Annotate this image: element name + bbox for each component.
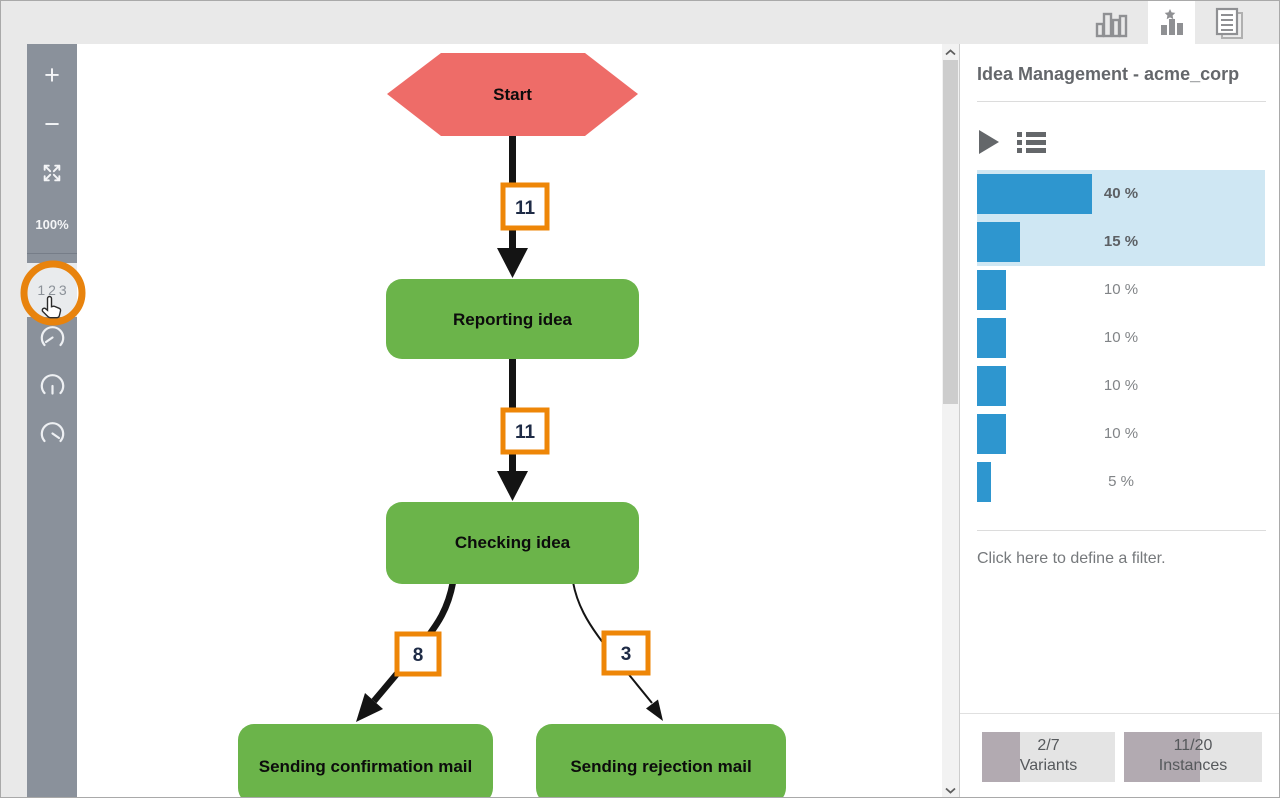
arrowhead	[497, 471, 528, 501]
list-icon	[1017, 132, 1046, 153]
top-tab-bar	[1, 1, 1279, 44]
instances-stat-text: 11/20 Instances	[1124, 732, 1262, 777]
variants-stat-box[interactable]: 2/7 Variants	[982, 732, 1115, 782]
variants-stat-text: 2/7 Variants	[982, 732, 1115, 777]
node-checking-idea[interactable]	[386, 502, 639, 584]
node-start[interactable]	[387, 53, 638, 136]
variant-percentage-label: 10 %	[1103, 281, 1139, 298]
edge-count-badge[interactable]	[500, 407, 550, 455]
variant-row[interactable]: 40 %	[977, 170, 1265, 218]
scroll-down-arrow[interactable]	[942, 783, 959, 797]
tab-variants[interactable]	[1148, 1, 1195, 44]
zoom-level-indicator: 100%	[35, 216, 69, 232]
variant-frequency-bar	[977, 414, 1006, 454]
play-icon	[979, 130, 999, 154]
instances-stat-box[interactable]: 11/20 Instances	[1124, 732, 1262, 782]
node-sending-rejection-mail-label: Sending rejection mail	[570, 757, 751, 776]
filter-hint-link[interactable]: Click here to define a filter.	[977, 550, 1166, 567]
variant-frequency-bar	[977, 270, 1006, 310]
edge-count-value: 8	[413, 645, 424, 666]
variants-stat-label: Variants	[1019, 757, 1078, 775]
analysis-panel: Idea Management - acme_corp 40	[959, 44, 1279, 797]
instances-stat-label: Instances	[1158, 757, 1228, 775]
arrowhead	[497, 248, 528, 278]
report-pages-icon	[1215, 7, 1243, 39]
edge-count-value: 11	[515, 422, 536, 443]
play-animation-button[interactable]	[977, 129, 1000, 155]
gauge-low-icon	[40, 326, 64, 347]
variant-row[interactable]: 15 %	[977, 218, 1265, 266]
counts-button[interactable]: 123	[27, 263, 77, 317]
variant-frequency-bar	[977, 462, 992, 502]
stats-divider	[960, 713, 1279, 714]
gauge-low-button[interactable]	[27, 321, 77, 355]
process-flowchart: Start Reporting idea Checking idea Sendi…	[238, 53, 786, 798]
arrowhead	[646, 699, 663, 721]
zoom-in-button[interactable]: +	[44, 59, 60, 90]
variant-percentage-label: 10 %	[1103, 329, 1139, 346]
node-reporting-idea-label: Reporting idea	[453, 310, 573, 329]
variant-frequency-bar	[977, 222, 1021, 262]
variant-percentage-label: 15 %	[1103, 233, 1139, 250]
variant-percentage-label: 10 %	[1103, 425, 1139, 442]
variants-stat-value: 2/7	[1037, 737, 1060, 754]
tab-frequency-chart[interactable]	[1083, 1, 1141, 44]
variant-frequency-bar	[977, 174, 1092, 214]
edge-count-value: 11	[515, 198, 536, 219]
node-sending-confirmation-mail[interactable]	[238, 724, 493, 798]
node-sending-rejection-mail[interactable]	[536, 724, 786, 798]
tab-report[interactable]	[1200, 1, 1258, 44]
variant-frequency-bar	[977, 366, 1006, 406]
gauge-medium-icon	[40, 374, 64, 395]
arrowhead	[356, 693, 383, 722]
scrollbar-thumb[interactable]	[943, 60, 958, 404]
node-checking-idea-label: Checking idea	[455, 533, 571, 552]
panel-divider	[977, 530, 1266, 531]
variant-frequency-bar	[977, 318, 1006, 358]
variant-list-view-button[interactable]	[1017, 131, 1046, 153]
panel-title: Idea Management - acme_corp	[977, 64, 1240, 84]
node-reporting-idea[interactable]	[386, 279, 639, 359]
bar-chart-outline-icon	[1095, 12, 1128, 37]
gauge-high-button[interactable]	[27, 417, 77, 451]
zoom-out-button[interactable]: −	[44, 108, 60, 139]
gauge-high-icon	[40, 422, 64, 443]
panel-actions	[977, 129, 1279, 155]
edge-count-value: 3	[621, 644, 632, 665]
expand-arrows-icon	[43, 164, 61, 182]
scroll-up-arrow[interactable]	[942, 45, 959, 59]
panel-divider	[977, 101, 1266, 102]
variant-percentage-label: 10 %	[1103, 377, 1139, 394]
canvas-scrollbar[interactable]	[942, 44, 959, 797]
node-sending-confirmation-mail-label: Sending confirmation mail	[259, 757, 472, 776]
toolbar-divider	[27, 253, 77, 254]
edge-count-badge[interactable]	[394, 631, 442, 677]
node-start-label: Start	[493, 85, 532, 104]
edge-count-badge[interactable]	[500, 182, 550, 231]
variant-row[interactable]: 5 %	[977, 458, 1265, 506]
variant-row[interactable]: 10 %	[977, 266, 1265, 314]
process-canvas[interactable]: Start Reporting idea Checking idea Sendi…	[77, 44, 942, 798]
fit-to-screen-button[interactable]	[27, 153, 77, 193]
variant-list: 40 % 15 % 10 % 10 % 10 % 10 % 5 %	[960, 170, 1279, 506]
variant-row[interactable]: 10 %	[977, 410, 1265, 458]
canvas-toolbar: + − 100% 123	[27, 44, 77, 797]
variant-percentage-label: 40 %	[1103, 185, 1139, 202]
variant-percentage-label: 5 %	[1108, 473, 1134, 490]
variants-star-icon	[1160, 8, 1183, 35]
variant-row[interactable]: 10 %	[977, 362, 1265, 410]
gauge-medium-button[interactable]	[27, 369, 77, 403]
instances-stat-value: 11/20	[1173, 737, 1213, 754]
instances-stat-fill	[1124, 732, 1200, 782]
edge-count-badge[interactable]	[601, 630, 651, 676]
variant-row[interactable]: 10 %	[977, 314, 1265, 362]
variants-stat-fill	[982, 732, 1020, 782]
